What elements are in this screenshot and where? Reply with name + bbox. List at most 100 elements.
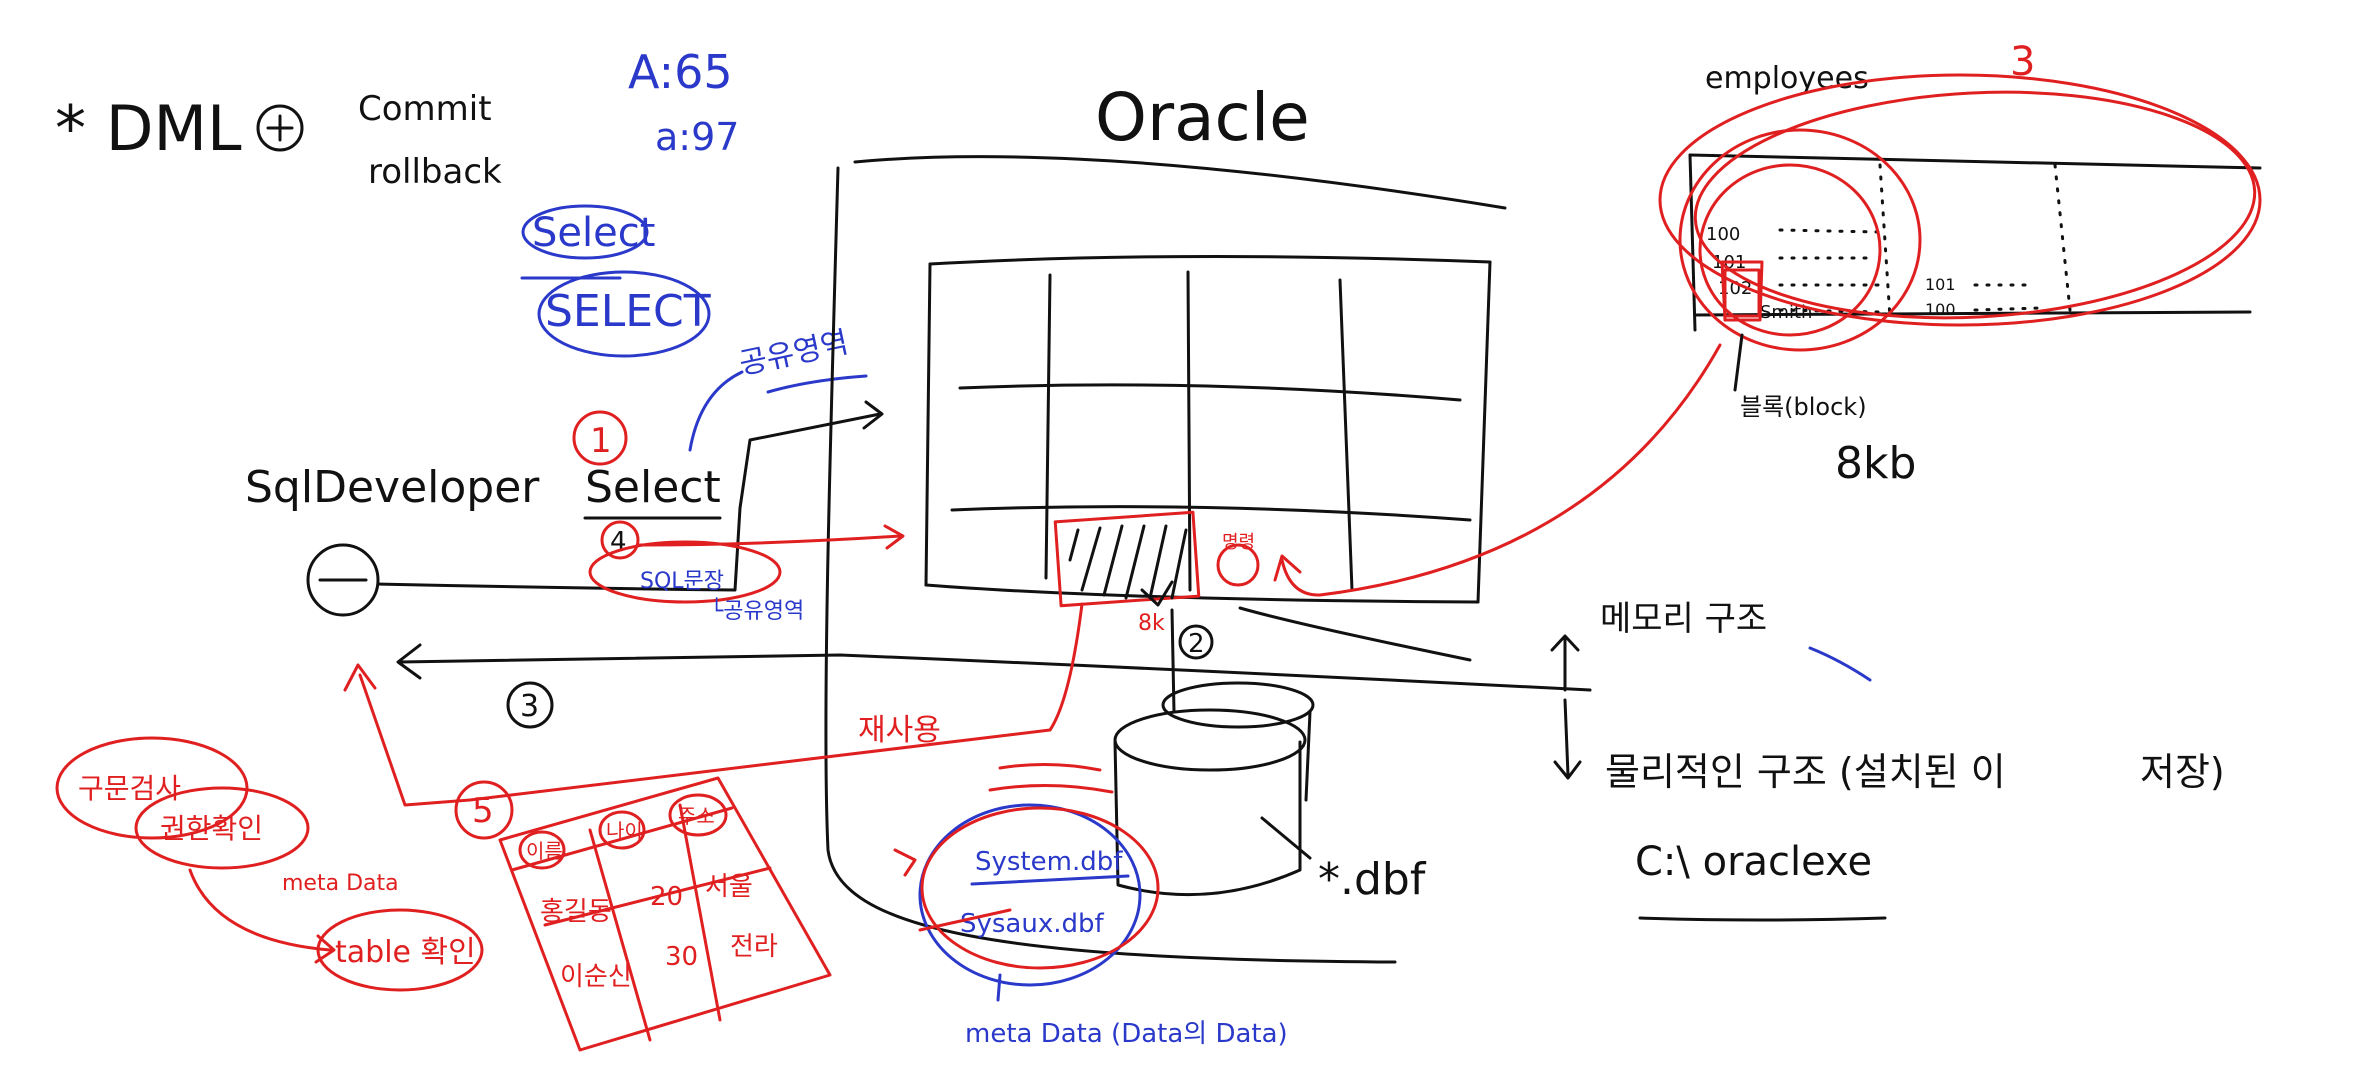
- install-path-underline: [1638, 916, 1887, 922]
- cached-size-note: 8k: [1138, 611, 1165, 636]
- sga-right: [1476, 260, 1492, 604]
- dictionary-blue-circle: [918, 803, 1142, 987]
- meta-data-note: meta Data (Data의 Data): [965, 1019, 1288, 1049]
- cylinder-back-right: [1304, 710, 1312, 802]
- sga-top: [928, 254, 1492, 266]
- table-card-row-lines: [510, 806, 772, 927]
- employees-title: employees: [1705, 61, 1869, 96]
- select-statement-label: Select: [585, 462, 721, 513]
- cylinder-body: [1113, 740, 1302, 897]
- employees-dotted-columns: [1878, 163, 2072, 320]
- data-dictionary: System.dbf Sysaux.dbf meta Data (Data의 D…: [893, 762, 1288, 1049]
- step-1-circle: [572, 410, 628, 466]
- ascii-lower-a: a:97: [655, 115, 739, 159]
- table-header-1: 이름: [526, 839, 563, 863]
- dbf-label: *.dbf: [1318, 854, 1427, 905]
- parse-1-circle: [55, 736, 249, 840]
- employees-area: employees 3 100 101 102 Smith 101 100 블록…: [1273, 39, 2262, 597]
- cached-block-hatch: [1068, 524, 1188, 600]
- shared-area-underline: [766, 374, 868, 394]
- parse-1-label: 구문검사: [78, 772, 181, 805]
- meta-data-pointer: [996, 973, 1002, 1002]
- parse-2-label: 권한확인: [160, 812, 263, 845]
- header-2-circle: [598, 810, 646, 850]
- step-2-line: [1170, 608, 1176, 714]
- table-cell-0-2: 서울: [705, 872, 753, 902]
- rollback-label: rollback: [368, 152, 502, 192]
- commit-label: Commit: [358, 89, 492, 129]
- step-3-circle: [506, 681, 554, 729]
- step-4-arrowhead: [883, 524, 905, 550]
- table-cell-1-1: 30: [665, 942, 698, 972]
- client-circle: [306, 543, 380, 617]
- parse-to-table-arrow: [188, 868, 332, 952]
- employees-red-circle-4: [1698, 163, 1882, 337]
- employees-red-circle-3: [1678, 128, 1922, 352]
- dictionary-red-circle: [920, 806, 1160, 970]
- install-path-label: C:\ oraclexe: [1635, 839, 1872, 885]
- table-card-col-lines: [588, 803, 722, 1042]
- employee-row-1: 100: [1706, 224, 1740, 245]
- oracle-title: Oracle: [1095, 79, 1310, 156]
- header-1-circle: [518, 830, 566, 870]
- select-lower-circle: [521, 204, 649, 260]
- employees-red-circle-1: [1658, 73, 2262, 327]
- return-arrowhead: [396, 643, 422, 680]
- dictionary-red-strokes: [893, 848, 1012, 932]
- employee-value-2: 100: [1925, 300, 1956, 319]
- cylinder-top: [1161, 681, 1315, 729]
- block-pointer: [1733, 333, 1744, 392]
- sga-columns: [1044, 270, 1354, 592]
- table-check-circle: [316, 908, 484, 992]
- client-area: SqlDeveloper 1 Select 4 SQL문장 └공유영역: [245, 400, 905, 624]
- sga-left: [924, 262, 932, 587]
- employees-bottom-line: [1693, 310, 2252, 317]
- sysaux-dbf-label: Sysaux.dbf: [960, 909, 1105, 939]
- datafile-cylinder: *.dbf: [1113, 681, 1427, 905]
- employees-to-memory-arrowhead: [1273, 554, 1302, 582]
- step-5-label: 5: [472, 791, 494, 831]
- physical-structure-label: 물리적인 구조 (설치된 이: [1605, 750, 2006, 794]
- dictionary-red-marks: [988, 762, 1114, 794]
- step-4-arrow: [638, 534, 902, 547]
- employees-red-circle-2: [1693, 90, 2257, 320]
- sga-bottom: [924, 583, 1480, 604]
- oracle-left-border: [824, 166, 1397, 964]
- table-cell-1-0: 이순신: [560, 962, 632, 992]
- memory-blue-mark: [1808, 646, 1872, 682]
- select-upper-circle: [537, 270, 711, 358]
- reuse-path: 재사용 5: [343, 602, 1084, 840]
- system-dbf-label: System.dbf: [975, 847, 1123, 877]
- reuse-line: [358, 602, 1084, 807]
- table-cell-0-1: 20: [650, 882, 683, 912]
- parse-to-table-arrowhead: [314, 934, 336, 964]
- memory-bottom-curve: [1238, 606, 1472, 662]
- request-path: [376, 412, 882, 592]
- step-3-label: 3: [520, 689, 539, 724]
- step-2-label: 2: [1188, 629, 1205, 659]
- employee-row-4: Smith: [1760, 302, 1812, 323]
- employee-row-3: 102: [1718, 278, 1752, 299]
- memory-structure-label: 메모리 구조: [1600, 599, 1767, 639]
- dbf-pointer: [1260, 816, 1312, 860]
- shared-area-connector: [688, 370, 744, 452]
- cylinder-front-top: [1113, 708, 1307, 772]
- sga-rows: [950, 383, 1472, 522]
- dml-label: * DML: [55, 92, 242, 165]
- block-label: 블록(block): [1740, 393, 1867, 421]
- employees-left-line: [1688, 153, 1697, 332]
- cached-block: [1053, 510, 1201, 608]
- table-header-3: 주소: [678, 804, 715, 828]
- physical-store-label: 저장): [2140, 750, 2225, 794]
- table-card: 이름 나이 주소 홍길동 20 서울 이순신 30 전라: [498, 776, 832, 1052]
- request-arrowhead: [862, 400, 884, 430]
- cache-scribble: [1216, 543, 1260, 587]
- step-2-circle: [1178, 624, 1214, 660]
- step-3-return: 3: [396, 643, 1592, 729]
- cached-block-pointer: [1140, 580, 1174, 607]
- employees-to-memory-arrow: [1280, 343, 1722, 597]
- dml-note: * DML Commit rollback: [55, 89, 502, 192]
- sql-korean-note: SQL문장: [640, 569, 724, 594]
- table-card-border: [498, 776, 832, 1052]
